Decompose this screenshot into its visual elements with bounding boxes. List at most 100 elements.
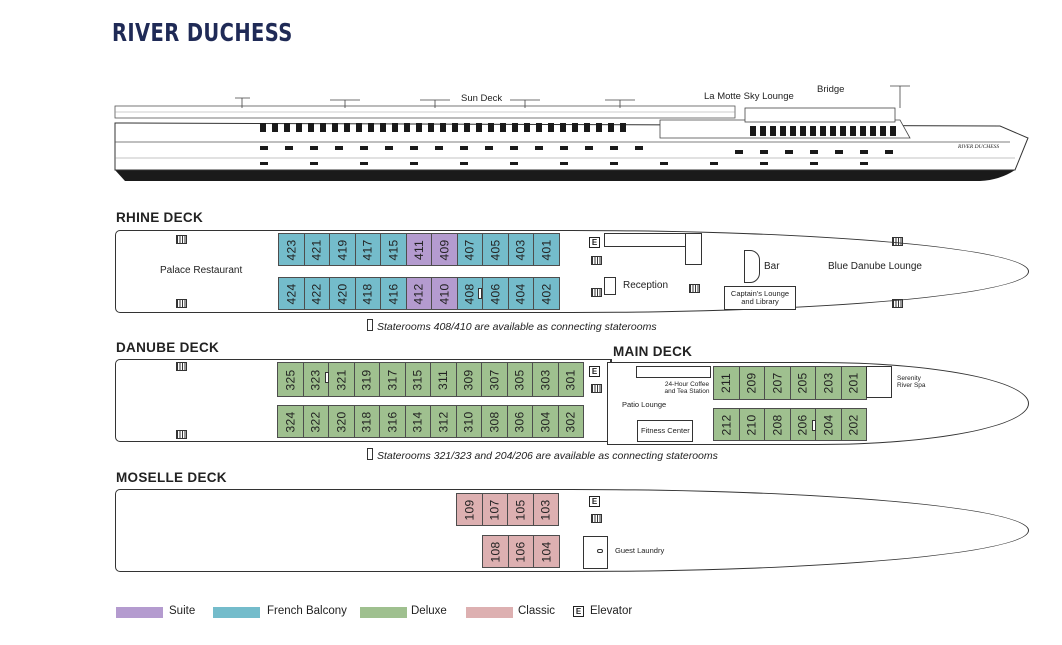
cabin-318[interactable]: 318 (353, 405, 380, 438)
cabin-321[interactable]: 321 (328, 362, 355, 397)
cabin-107[interactable]: 107 (481, 493, 508, 526)
cabin-number: 207 (770, 372, 785, 394)
cabin-207[interactable]: 207 (764, 366, 791, 400)
cabin-322[interactable]: 322 (302, 405, 329, 438)
elevator-icon: E (589, 366, 600, 377)
cabin-number: 208 (770, 414, 785, 435)
cabin-415[interactable]: 415 (380, 233, 407, 266)
cabin-319[interactable]: 319 (353, 362, 380, 397)
cabin-number: 324 (283, 411, 298, 432)
stairs-icon (176, 299, 187, 308)
cabin-406[interactable]: 406 (482, 277, 509, 310)
cabin-416[interactable]: 416 (380, 277, 407, 310)
cabin-409[interactable]: 409 (431, 233, 458, 266)
cabin-203[interactable]: 203 (815, 366, 842, 400)
cabin-number: 406 (488, 283, 503, 304)
cabin-205[interactable]: 205 (789, 366, 816, 400)
cabin-310[interactable]: 310 (455, 405, 482, 438)
rhine-connecting-note: Staterooms 408/410 are available as conn… (367, 319, 657, 333)
cabin-number: 322 (308, 411, 323, 432)
cabin-number: 401 (539, 239, 554, 260)
cabin-number: 302 (563, 411, 578, 432)
cabin-number: 210 (744, 414, 759, 435)
cabin-number: 403 (513, 239, 528, 260)
cabin-number: 106 (513, 541, 528, 562)
cabin-302[interactable]: 302 (557, 405, 584, 438)
fitness-center-label: Fitness Center (641, 426, 690, 435)
cabin-312[interactable]: 312 (430, 405, 457, 438)
cabin-316[interactable]: 316 (379, 405, 406, 438)
cabin-404[interactable]: 404 (507, 277, 534, 310)
cabin-108[interactable]: 108 (482, 535, 509, 568)
cabin-305[interactable]: 305 (506, 362, 533, 397)
cabin-405[interactable]: 405 (482, 233, 509, 266)
cabin-number: 105 (513, 499, 528, 520)
cabin-211[interactable]: 211 (713, 366, 740, 400)
cabin-308[interactable]: 308 (481, 405, 508, 438)
cabin-109[interactable]: 109 (456, 493, 483, 526)
cabin-324[interactable]: 324 (277, 405, 304, 438)
cabin-417[interactable]: 417 (354, 233, 381, 266)
cabin-number: 103 (538, 499, 553, 520)
cabin-303[interactable]: 303 (532, 362, 559, 397)
cabin-407[interactable]: 407 (456, 233, 483, 266)
cabin-309[interactable]: 309 (455, 362, 482, 397)
spa-room (866, 366, 892, 398)
cabin-320[interactable]: 320 (328, 405, 355, 438)
cabin-421[interactable]: 421 (303, 233, 330, 266)
legend-swatch-suite (116, 607, 163, 618)
cabin-307[interactable]: 307 (481, 362, 508, 397)
legend-swatch-french-balcony (213, 607, 260, 618)
cabin-424[interactable]: 424 (278, 277, 305, 310)
cabin-number: 211 (719, 372, 734, 394)
cabin-301[interactable]: 301 (557, 362, 584, 397)
cabin-315[interactable]: 315 (404, 362, 431, 397)
cabin-103[interactable]: 103 (532, 493, 559, 526)
cabin-number: 419 (335, 239, 350, 260)
cabin-number: 305 (512, 369, 527, 390)
patio-lounge-label: Patio Lounge (622, 400, 667, 409)
cabin-402[interactable]: 402 (533, 277, 560, 310)
cabin-412[interactable]: 412 (405, 277, 432, 310)
cabin-325[interactable]: 325 (277, 362, 304, 397)
elevator-icon: E (573, 606, 584, 617)
cabin-311[interactable]: 311 (430, 362, 457, 397)
cabin-306[interactable]: 306 (506, 405, 533, 438)
cabin-304[interactable]: 304 (532, 405, 559, 438)
cabin-number: 318 (359, 411, 374, 432)
cabin-419[interactable]: 419 (329, 233, 356, 266)
cabin-210[interactable]: 210 (738, 408, 765, 441)
cabin-201[interactable]: 201 (840, 366, 867, 400)
connecting-door-marker (325, 372, 329, 383)
cabin-204[interactable]: 204 (815, 408, 842, 441)
cabin-423[interactable]: 423 (278, 233, 305, 266)
cabin-317[interactable]: 317 (379, 362, 406, 397)
stairs-icon (591, 514, 602, 523)
cabin-104[interactable]: 104 (533, 535, 560, 568)
cabin-212[interactable]: 212 (713, 408, 740, 441)
cabin-410[interactable]: 410 (431, 277, 458, 310)
cabin-209[interactable]: 209 (738, 366, 765, 400)
cabin-314[interactable]: 314 (404, 405, 431, 438)
coffee-station-label: 24-Hour Coffee and Tea Station (664, 381, 710, 395)
cabin-number: 409 (437, 239, 452, 260)
cabin-420[interactable]: 420 (329, 277, 356, 310)
cabin-401[interactable]: 401 (533, 233, 560, 266)
cabin-418[interactable]: 418 (354, 277, 381, 310)
cabin-number: 303 (538, 369, 553, 390)
cabin-208[interactable]: 208 (764, 408, 791, 441)
connecting-door-marker (812, 420, 816, 431)
cabin-202[interactable]: 202 (840, 408, 867, 441)
cabin-number: 309 (461, 369, 476, 390)
cabin-105[interactable]: 105 (507, 493, 534, 526)
cabin-number: 109 (462, 499, 477, 520)
cabin-422[interactable]: 422 (303, 277, 330, 310)
cabin-411[interactable]: 411 (405, 233, 432, 266)
cabin-403[interactable]: 403 (507, 233, 534, 266)
cabin-106[interactable]: 106 (507, 535, 534, 568)
cabin-number: 203 (821, 372, 836, 394)
cabin-number: 308 (487, 411, 502, 432)
rhine-service-room (685, 233, 702, 265)
cabin-206[interactable]: 206 (789, 408, 816, 441)
legend-swatch-deluxe (360, 607, 407, 618)
